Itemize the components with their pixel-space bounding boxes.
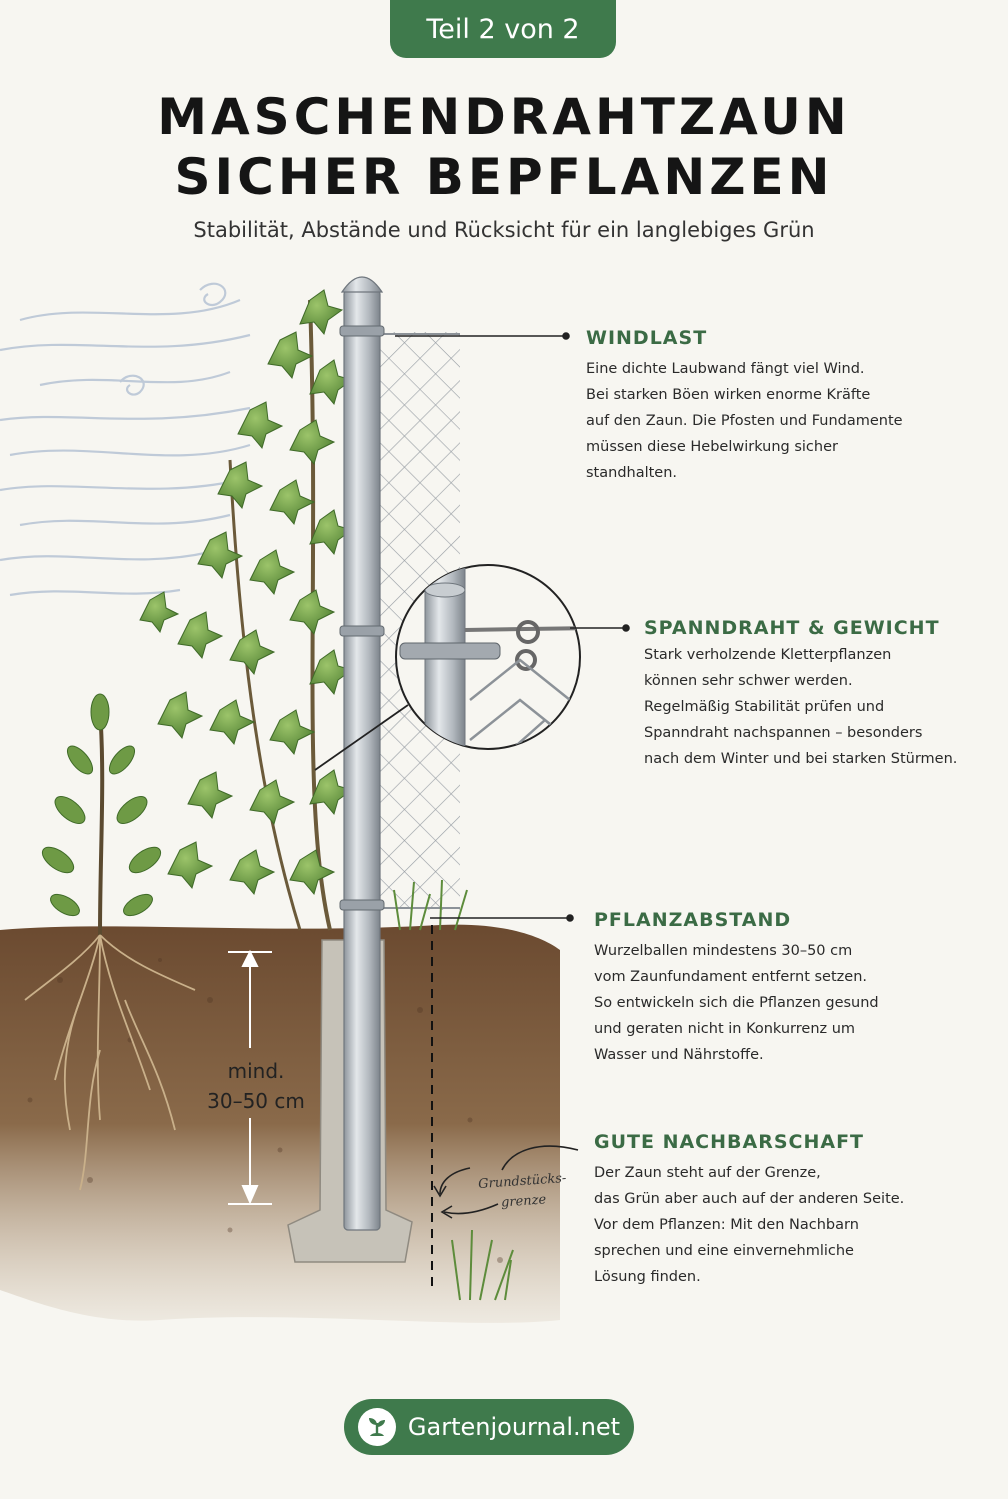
part-label: Teil 2 von 2	[426, 13, 580, 45]
page-subtitle: Stabilität, Abstände und Rücksicht für e…	[193, 218, 815, 242]
post-cap	[340, 276, 384, 293]
climbing-ivy	[139, 289, 354, 931]
part-badge: Teil 2 von 2	[390, 0, 616, 58]
boundary-arrows	[433, 1145, 579, 1219]
distance-label: mind. 30–50 cm	[196, 1056, 316, 1116]
sprout-logo-icon	[357, 1408, 396, 1446]
brand-footer[interactable]: Gartenjournal.net	[344, 1399, 634, 1455]
grass-tufts	[393, 879, 514, 1301]
section-heading-spanndraht: SPANNDRAHT & GEWICHT	[644, 617, 940, 639]
soil-ground	[0, 924, 560, 1323]
section-heading-nachbarschaft: GUTE NACHBARSCHAFT	[594, 1131, 865, 1153]
section-text-windlast: Eine dichte Laubwand fängt viel Wind. Be…	[586, 361, 903, 481]
section-heading-pflanzabstand: PFLANZABSTAND	[594, 909, 792, 931]
callout-lines	[395, 332, 630, 922]
boundary-label: Grundstücks- grenze	[467, 1168, 580, 1216]
wind-lines	[0, 282, 251, 597]
section-heading-windlast: WINDLAST	[586, 327, 708, 349]
page-title-line2: SICHER BEPFLANZEN	[174, 148, 834, 206]
roots	[24, 934, 196, 1191]
distance-label-line2: 30–50 cm	[207, 1089, 305, 1113]
young-shrub	[24, 693, 196, 1191]
fence-post	[343, 289, 381, 1231]
section-text-pflanzabstand: Wurzelballen mindestens 30–50 cm vom Zau…	[594, 943, 879, 1063]
section-text-nachbarschaft: Der Zaun steht auf der Grenze, das Grün …	[594, 1165, 905, 1285]
zoom-detail	[314, 564, 581, 771]
post-clamps	[339, 325, 385, 911]
section-text-spanndraht: Stark verholzende Kletterpflanzen können…	[644, 647, 958, 767]
page-title-line1: MASCHENDRAHTZAUN	[157, 88, 851, 146]
brand-name: Gartenjournal.net	[407, 1413, 621, 1441]
distance-arrow	[228, 949, 272, 1205]
distance-label-line1: mind.	[227, 1059, 285, 1083]
